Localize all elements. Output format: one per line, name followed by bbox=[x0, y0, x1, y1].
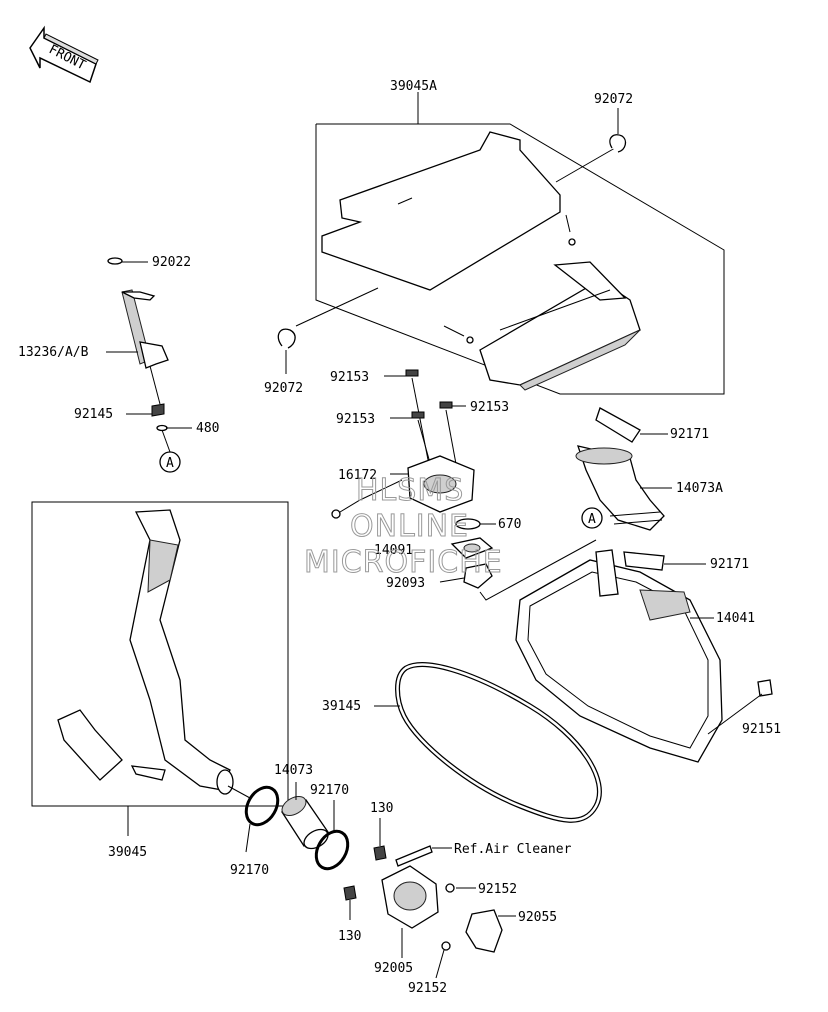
label-92152-b: 92152 bbox=[408, 981, 447, 996]
label-130-b: 130 bbox=[338, 929, 361, 944]
part-16172-actuator bbox=[331, 369, 475, 519]
label-130-a: 130 bbox=[370, 801, 393, 816]
label-39045A: 39045A bbox=[390, 79, 437, 94]
part-92005-housing bbox=[381, 865, 439, 929]
part-92055-gasket bbox=[465, 909, 503, 953]
part-92151-bolt bbox=[757, 679, 773, 697]
part-14041-cover bbox=[515, 549, 723, 763]
label-92093: 92093 bbox=[386, 576, 425, 591]
label-92153-a: 92153 bbox=[330, 370, 369, 385]
label-92151: 92151 bbox=[742, 722, 781, 737]
label-92022: 92022 bbox=[152, 255, 191, 270]
part-14073-duct bbox=[281, 796, 329, 850]
watermark-line-3: MICROFICHE bbox=[304, 545, 503, 580]
part-39045A-group bbox=[295, 92, 725, 395]
label-92152-a: 92152 bbox=[478, 882, 517, 897]
label-92055: 92055 bbox=[518, 910, 557, 925]
part-92170-clamp-b bbox=[314, 829, 350, 871]
label-39145: 39145 bbox=[322, 699, 361, 714]
part-92171-top-clamp bbox=[595, 407, 641, 443]
watermark-line-1: HLSMS bbox=[356, 473, 464, 508]
label-92145: 92145 bbox=[74, 407, 113, 422]
label-92170-b: 92170 bbox=[310, 783, 349, 798]
label-92072-left: 92072 bbox=[264, 381, 303, 396]
label-480: 480 bbox=[196, 421, 219, 436]
label-92171-top: 92171 bbox=[670, 427, 709, 442]
part-92171-mid-clamp bbox=[623, 551, 665, 571]
label-14041: 14041 bbox=[716, 611, 755, 626]
reference-a-right-circle bbox=[581, 507, 603, 529]
label-14073A: 14073A bbox=[676, 481, 723, 496]
clip-92072-left bbox=[277, 328, 296, 349]
part-92152-nut-a bbox=[445, 883, 455, 893]
label-ref-air-cleaner: Ref.Air Cleaner bbox=[454, 842, 572, 857]
label-92072-top: 92072 bbox=[594, 92, 633, 107]
part-92170-clamp-a bbox=[244, 785, 280, 827]
reference-a-left-circle bbox=[159, 451, 181, 473]
label-670: 670 bbox=[498, 517, 521, 532]
part-130-bolt-a bbox=[373, 845, 387, 861]
reference-a-right: A bbox=[588, 512, 596, 527]
label-16172: 16172 bbox=[338, 468, 377, 483]
clip-92072-top bbox=[609, 134, 627, 153]
part-92152-nut-b bbox=[441, 941, 451, 951]
label-92153-c: 92153 bbox=[470, 400, 509, 415]
label-92153-b: 92153 bbox=[336, 412, 375, 427]
label-39045: 39045 bbox=[108, 845, 147, 860]
reference-a-left: A bbox=[166, 456, 174, 471]
label-14091: 14091 bbox=[374, 543, 413, 558]
part-39045-group bbox=[31, 501, 289, 836]
part-14073A-duct bbox=[575, 445, 665, 531]
part-130-bolt-b bbox=[343, 885, 357, 901]
part-92093-gasket bbox=[463, 563, 493, 589]
watermark: HLSMS ONLINE MICROFICHE bbox=[304, 473, 503, 581]
part-13236-lever bbox=[107, 257, 169, 432]
label-92005: 92005 bbox=[374, 961, 413, 976]
watermark-line-2: ONLINE bbox=[350, 509, 469, 544]
label-13236: 13236/A/B bbox=[18, 345, 89, 360]
label-92170-a: 92170 bbox=[230, 863, 269, 878]
label-92171-mid: 92171 bbox=[710, 557, 749, 572]
front-arrow-icon: FRONT bbox=[29, 25, 99, 84]
label-14073: 14073 bbox=[274, 763, 313, 778]
